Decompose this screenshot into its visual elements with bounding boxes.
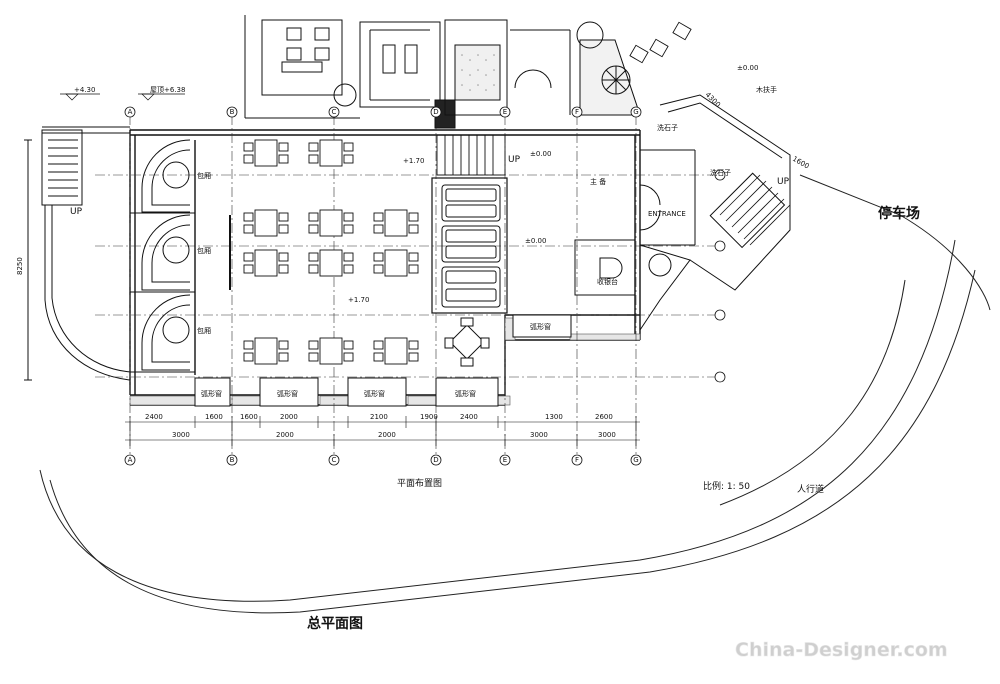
axis-label: D — [433, 456, 438, 464]
level-430-label: +4.30 — [74, 86, 95, 94]
right-stair — [719, 174, 791, 246]
dining-tables — [243, 139, 419, 365]
window-1-label: 弧形窗 — [201, 389, 222, 398]
left-terrace — [24, 126, 131, 381]
arc-windows — [194, 314, 572, 407]
axis-grid — [95, 115, 720, 455]
handrail-label: 木扶手 — [756, 85, 777, 94]
dim-text: 3000 — [530, 431, 548, 439]
planter — [576, 21, 672, 277]
dim-text: 2000 — [280, 413, 298, 421]
diamond-table — [444, 317, 490, 367]
wash-2-label: 洗石子 — [710, 168, 731, 177]
axis-labels-top: A B C D E F G — [128, 108, 639, 116]
window-5-label: 弧形窗 — [530, 322, 551, 331]
window-2-label: 弧形窗 — [277, 389, 298, 398]
outdoor-chairs — [629, 21, 692, 64]
storage-texture — [461, 54, 495, 91]
sidewalk-label: 人行道 — [797, 483, 824, 495]
level-000-hall-label: ±0.00 — [525, 237, 546, 245]
private-rooms — [130, 139, 196, 375]
axis-label: C — [332, 456, 337, 464]
site-plan-title: 总平面图 — [307, 615, 363, 632]
dim-text: 2400 — [145, 413, 163, 421]
dim-text: 1300 — [545, 413, 563, 421]
axis-label: B — [230, 456, 235, 464]
dim-text: 1900 — [420, 413, 438, 421]
axis-label: F — [575, 108, 579, 116]
axis-label: G — [633, 456, 638, 464]
wash-1-label: 洗石子 — [657, 123, 678, 132]
central-booths — [229, 177, 508, 314]
axis-label: E — [503, 456, 507, 464]
axis-bubbles — [124, 106, 726, 466]
site-boundary — [39, 174, 991, 614]
axis-label: D — [433, 108, 438, 116]
level-170-mid-label: +1.70 — [403, 157, 424, 165]
dim-text: 3000 — [172, 431, 190, 439]
watermark: China-Designer.com — [735, 639, 948, 661]
private-room-3-label: 包厢 — [197, 326, 211, 335]
dim-text: 3000 — [598, 431, 616, 439]
floor-plan-title: 平面布置图 — [397, 477, 442, 489]
dim-text: 1600 — [240, 413, 258, 421]
level-markers — [60, 93, 185, 101]
axis-labels-bottom: A B C D E F G — [128, 456, 639, 464]
overall-dim-label: 8250 — [16, 257, 24, 275]
axis-label: B — [230, 108, 235, 116]
up-right-label: UP — [777, 177, 790, 187]
window-4-label: 弧形窗 — [455, 389, 476, 398]
dim-text: 1600 — [205, 413, 223, 421]
dimension-lines — [125, 416, 640, 446]
kitchen-area — [244, 15, 571, 129]
cashier-label: 收银台 — [597, 277, 618, 286]
up-left-label: UP — [70, 207, 83, 217]
dim-text: 2000 — [276, 431, 294, 439]
axis-label: C — [332, 108, 337, 116]
dim-text: 2400 — [460, 413, 478, 421]
axis-label: E — [503, 108, 507, 116]
level-000-center-label: ±0.00 — [530, 150, 551, 158]
window-3-label: 弧形窗 — [364, 389, 385, 398]
scale-label: 比例: 1: 50 — [703, 480, 750, 492]
bar-label: 主 备 — [590, 177, 606, 186]
entrance-label: ENTRANCE — [648, 210, 686, 218]
parking-label: 停车场 — [878, 205, 920, 222]
level-000-top-label: ±0.00 — [737, 64, 758, 72]
axis-label: G — [633, 108, 638, 116]
roof-level-label: 屋顶+6.38 — [150, 86, 185, 94]
dim-a-label: 1600 — [791, 155, 810, 171]
dim-text: 2600 — [595, 413, 613, 421]
private-room-2-label: 包厢 — [197, 246, 211, 255]
dim-text: 2000 — [378, 431, 396, 439]
up-center-label: UP — [508, 155, 521, 165]
level-170-low-label: +1.70 — [348, 296, 369, 304]
axis-label: A — [128, 108, 133, 116]
central-stair — [436, 134, 506, 176]
private-room-1-label: 包厢 — [197, 171, 211, 180]
dim-text: 2100 — [370, 413, 388, 421]
axis-label: F — [575, 456, 579, 464]
dim-b-label: 4300 — [704, 91, 722, 109]
axis-label: A — [128, 456, 133, 464]
right-wing — [574, 94, 791, 331]
dimension-texts: 2400 1600 1600 2000 2100 1900 2400 1300 … — [145, 413, 616, 439]
